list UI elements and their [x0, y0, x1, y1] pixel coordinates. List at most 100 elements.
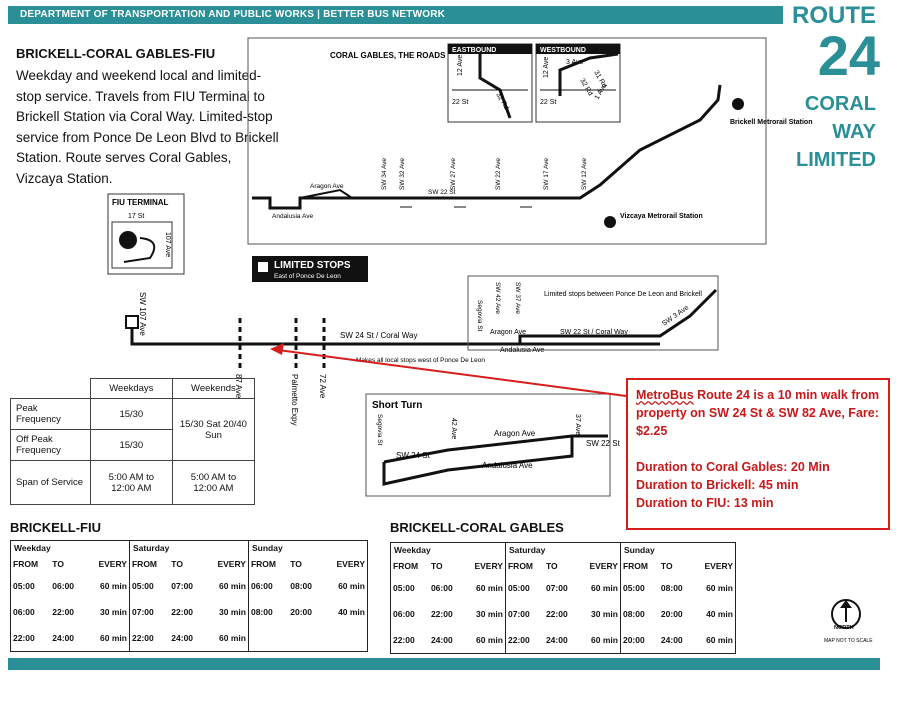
vizcaya-station-label: Vizcaya Metrorail Station — [620, 213, 703, 220]
lower-segovia: Segovia St — [476, 300, 483, 332]
inset-aragon: Aragon Ave — [310, 183, 344, 190]
col-weekends: Weekends — [171, 378, 256, 399]
short-37ave: 37 Ave — [574, 414, 581, 435]
duration-brickell: Duration to Brickell: 45 min — [636, 478, 799, 492]
metrorail-icon — [604, 216, 616, 228]
col-to: TO — [171, 559, 183, 569]
short-andalusia: Andalusia Ave — [482, 461, 533, 470]
fiu-107ave: 107 Ave — [164, 232, 171, 257]
route-name-line3: LIMITED — [796, 149, 876, 171]
lower-sw42: SW 42 Ave — [494, 282, 501, 314]
street-label: SW 22 Ave — [495, 158, 502, 190]
eastbound-path — [478, 54, 512, 119]
north-label: NORTH — [834, 625, 854, 631]
route-name: CORAL WAY LIMITED — [760, 90, 876, 174]
street-label: SW 27 Ave — [450, 158, 457, 190]
lower-aragon: Aragon Ave — [490, 329, 526, 336]
fiu-terminal-box — [107, 193, 185, 275]
short-turn-frame — [365, 393, 611, 497]
col-to: TO — [52, 559, 64, 569]
street-label: SW 17 Ave — [543, 158, 550, 190]
lower-andalusia: Andalusia Ave — [500, 347, 544, 354]
peak-weekends: 15/30 Sat 20/40 Sun — [171, 398, 256, 461]
westbound-path — [558, 52, 619, 96]
offpeak-label: Off Peak Frequency — [10, 429, 91, 461]
peak-weekdays: 15/30 — [89, 398, 173, 430]
sw24-label: SW 24 St / Coral Way — [340, 331, 418, 340]
westbound-3ave: 3 Ave — [566, 59, 583, 66]
inset-title-line1: CORAL GABLES, THE ROADS & BRICKELL — [330, 51, 496, 60]
col-from: FROM — [622, 561, 648, 571]
col-every: EVERY — [203, 555, 249, 573]
inset-andalusia: Andalusia Ave — [272, 213, 313, 220]
callout-arrow — [277, 349, 627, 397]
westbound-label: WESTBOUND — [540, 47, 586, 54]
day-label: Sunday — [251, 543, 283, 553]
col-to: TO — [660, 561, 673, 571]
short-turn-line — [383, 434, 608, 464]
metrorail-icon — [732, 98, 744, 110]
fiu-17st: 17 St — [128, 213, 144, 220]
lower-sw22: SW 22 St / Coral Way — [560, 329, 628, 336]
route-title: BRICKELL-CORAL GABLES-FIU — [16, 46, 216, 61]
bus-icon — [119, 231, 137, 249]
col-weekdays: Weekdays — [89, 378, 173, 399]
col-from: FROM — [250, 559, 276, 569]
sw107-label: SW 107 Ave — [138, 292, 147, 336]
footer-bar — [8, 658, 880, 670]
frequency-table: Weekdays Weekends Peak Frequency 15/30 1… — [10, 378, 256, 505]
day-label: Weekday — [10, 540, 130, 555]
limited-stops-title: LIMITED STOPS — [274, 260, 351, 271]
span-weekends: 5:00 AM to 12:00 AM — [171, 460, 256, 505]
col-from: FROM — [13, 559, 39, 569]
fiu-stop — [125, 315, 139, 329]
duration-coral-gables: Duration to Coral Gables: 20 Min — [636, 460, 830, 474]
eastbound-12ave: 12 Ave — [457, 55, 464, 76]
col-every: EVERY — [336, 559, 365, 569]
col-to: TO — [290, 559, 302, 569]
col-every: EVERY — [462, 557, 506, 575]
day-label: Weekday — [390, 542, 506, 557]
short-sw24: SW 24 St — [396, 451, 431, 460]
route-name-line2: WAY — [832, 121, 876, 143]
department-banner: DEPARTMENT OF TRANSPORTATION AND PUBLIC … — [8, 6, 783, 24]
schedule-title: BRICKELL-CORAL GABLES — [390, 520, 564, 535]
brickell-station-label: Brickell Metrorail Station — [730, 119, 812, 126]
inset-map-frame — [247, 37, 767, 245]
span-weekdays: 5:00 AM to 12:00 AM — [89, 460, 173, 505]
not-to-scale-label: MAP NOT TO SCALE — [824, 638, 873, 644]
col-to: TO — [545, 561, 558, 571]
westbound-12ave: 12 Ave — [543, 57, 550, 78]
street-label: SW 12 Ave — [581, 158, 588, 190]
eastbound-22st: 22 St — [452, 99, 468, 106]
col-from: FROM — [507, 561, 534, 571]
inset-sw22: SW 22 St — [428, 189, 456, 196]
westbound-22st: 22 St — [540, 99, 556, 106]
route-name-line1: CORAL — [804, 93, 876, 115]
col-to: TO — [430, 561, 443, 571]
short-aragon: Aragon Ave — [494, 429, 536, 438]
inset-route-line — [252, 84, 722, 210]
limited-stops-badge — [252, 256, 368, 282]
inset-street-labels: SW 34 Ave SW 32 Ave SW 27 Ave SW 22 Ave … — [272, 158, 588, 220]
lower-inset-frame — [467, 275, 719, 351]
col-every: EVERY — [704, 561, 733, 571]
col-from: FROM — [393, 561, 419, 571]
short-42ave: 42 Ave — [450, 418, 457, 439]
limited-stops-sub: East of Ponce De Leon — [274, 273, 341, 280]
peak-label: Peak Frequency — [10, 398, 91, 430]
ave72-label: 72 Ave — [318, 374, 327, 399]
lower-sw37: SW 37 Ave — [514, 282, 521, 314]
fiu-terminal-label: FIU TERMINAL — [112, 198, 169, 207]
col-every: EVERY — [577, 557, 621, 575]
local-note: Makes all local stops west of Ponce De L… — [356, 357, 485, 364]
duration-fiu: Duration to FIU: 13 min — [636, 496, 774, 510]
short-sw22: SW 22 St — [586, 439, 621, 448]
